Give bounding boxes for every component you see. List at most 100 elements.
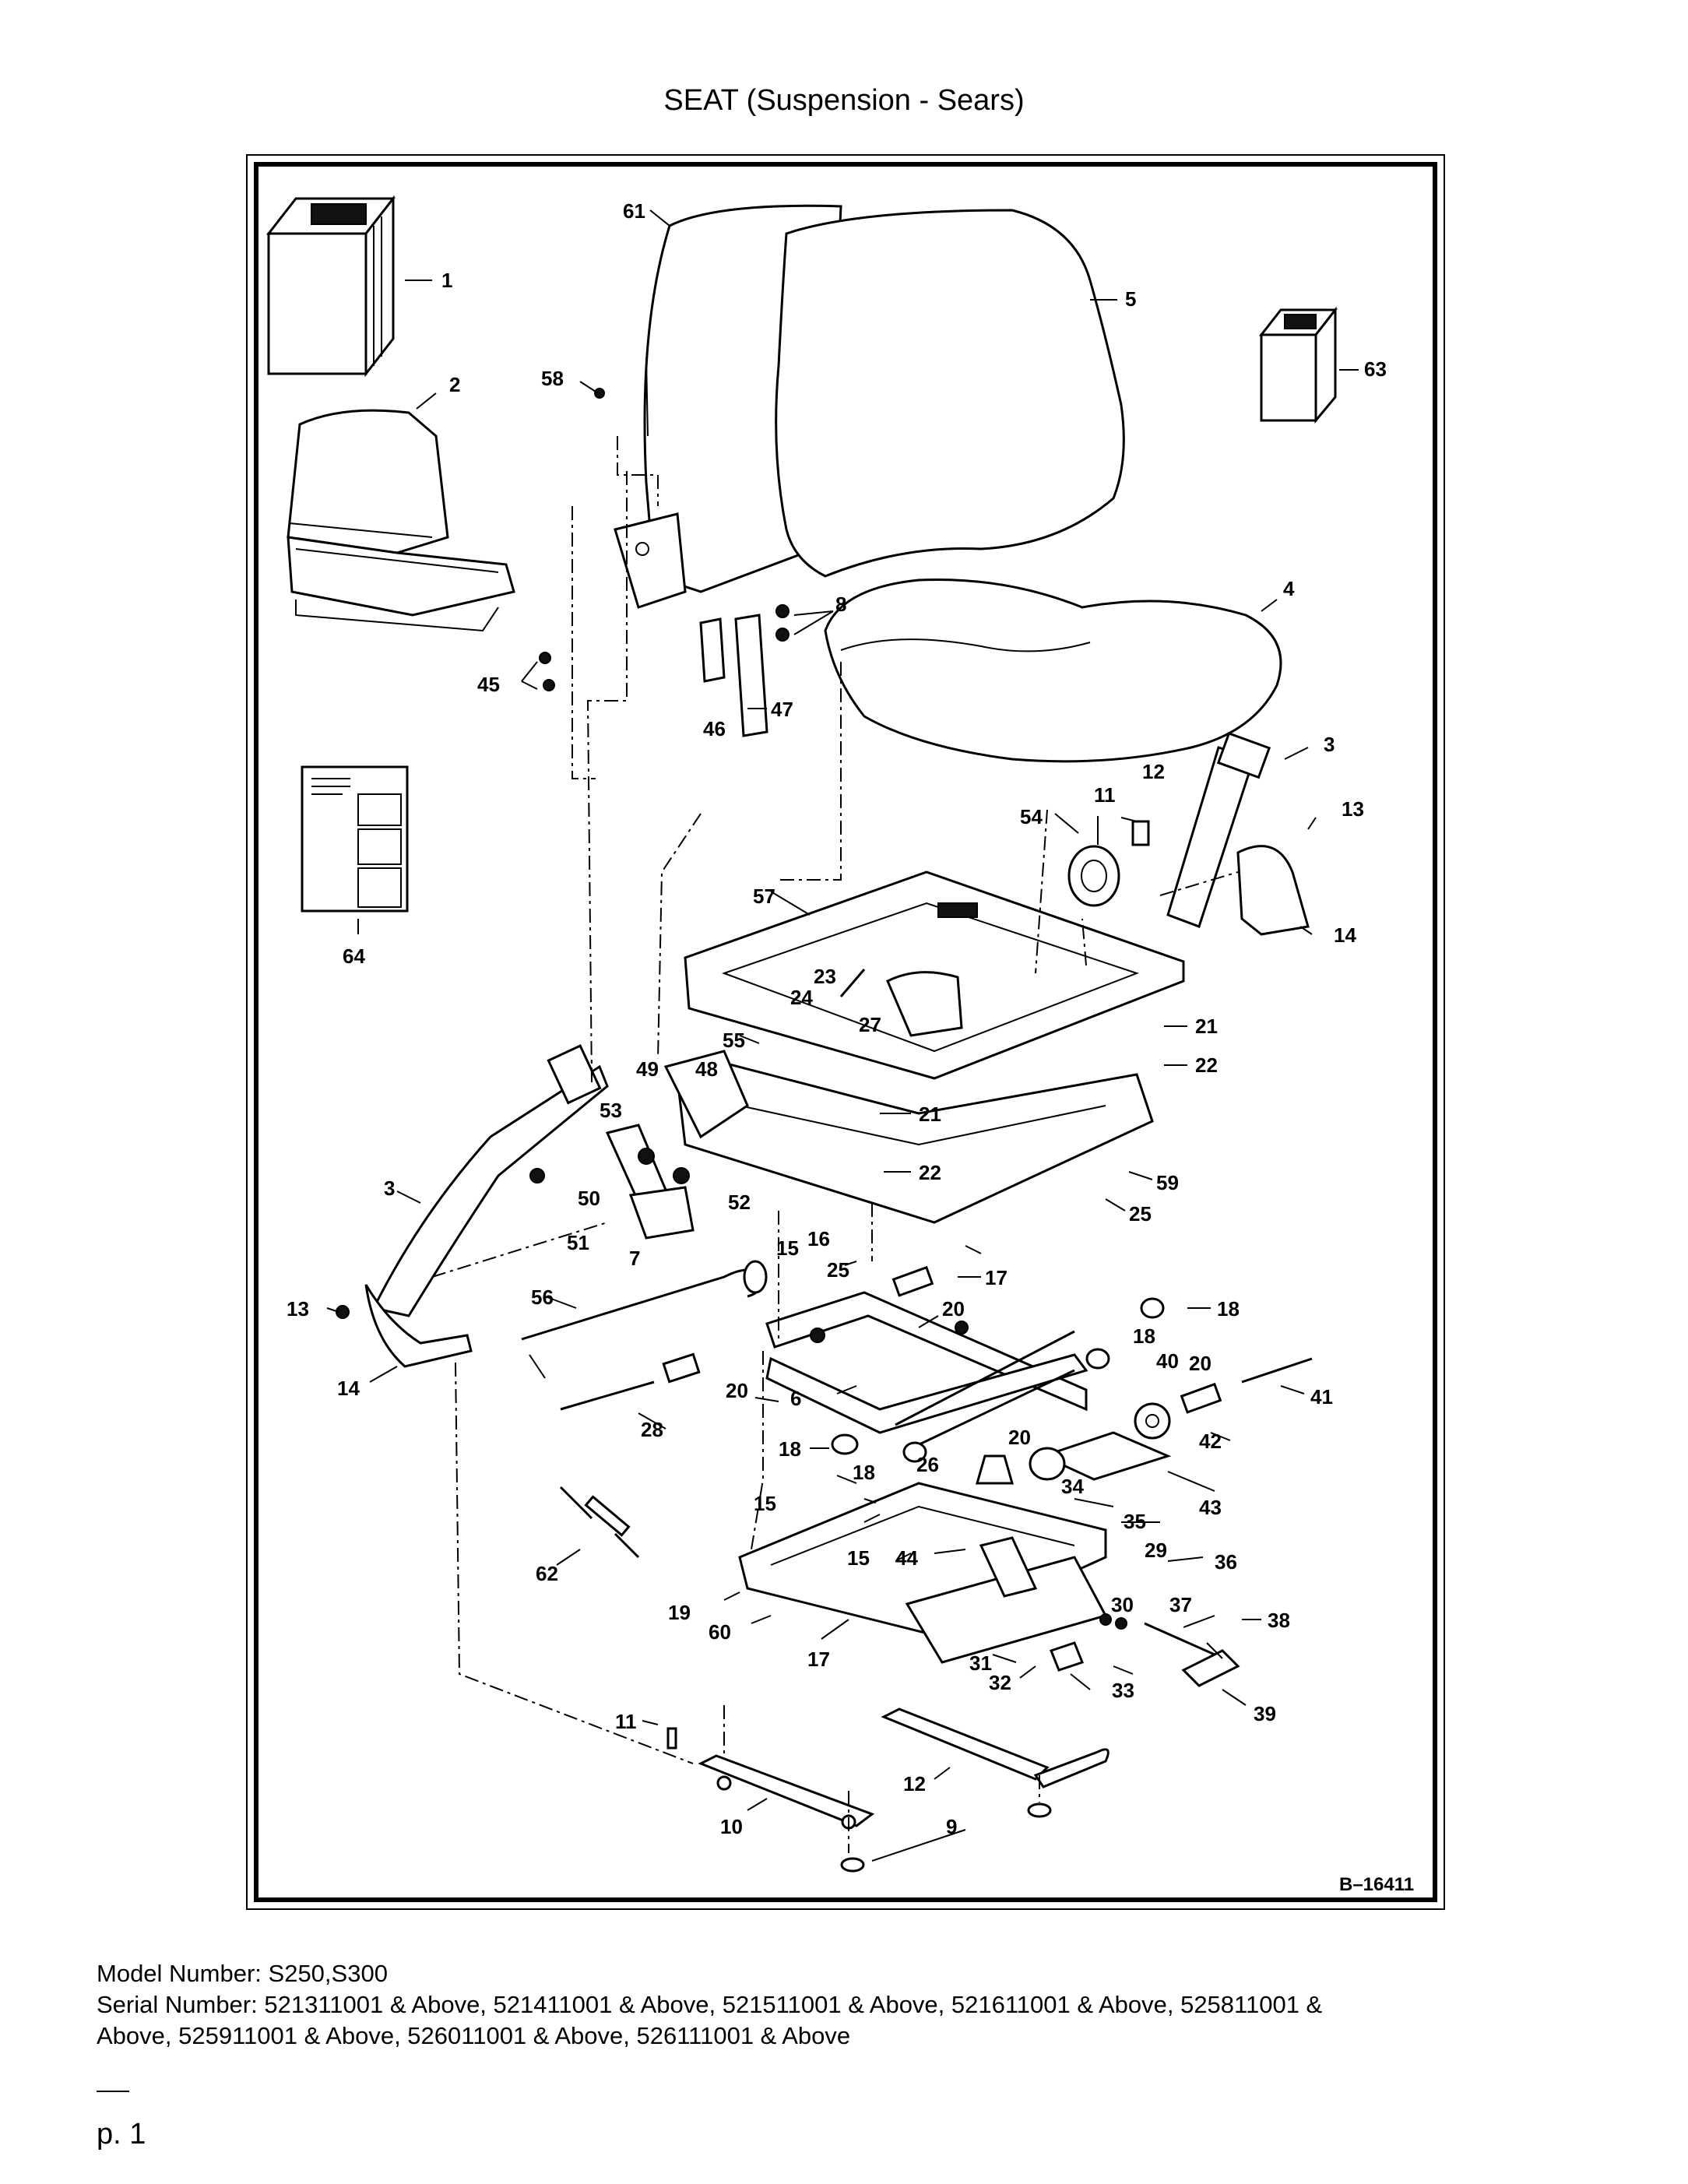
callout-6: 6 <box>790 1387 801 1410</box>
callout-18d: 18 <box>853 1461 875 1484</box>
callout-36: 36 <box>1215 1550 1237 1574</box>
callout-14b: 14 <box>337 1377 360 1400</box>
callout-48: 48 <box>695 1057 718 1081</box>
callout-22b: 22 <box>919 1161 941 1184</box>
callout-32: 32 <box>989 1671 1011 1694</box>
part-decal-sheet <box>301 765 409 913</box>
callout-5: 5 <box>1125 287 1136 311</box>
callout-50: 50 <box>578 1187 600 1210</box>
callout-18a: 18 <box>1217 1297 1240 1321</box>
callout-10: 10 <box>720 1815 743 1838</box>
callout-59: 59 <box>1156 1171 1179 1194</box>
part-shaft <box>560 1352 701 1411</box>
callout-15a: 15 <box>776 1236 799 1260</box>
callout-49: 49 <box>636 1057 659 1081</box>
callout-45: 45 <box>477 673 500 696</box>
callout-35: 35 <box>1124 1510 1146 1533</box>
model-number: Model Number: S250,S300 <box>97 1960 388 1987</box>
leader-lines <box>326 209 1359 1862</box>
callout-62: 62 <box>536 1562 558 1585</box>
callout-7: 7 <box>629 1247 640 1270</box>
diagram-border <box>254 162 1437 1902</box>
part-shock-absorber <box>559 1486 640 1559</box>
callout-29: 29 <box>1145 1539 1167 1562</box>
page-number: p. 1 <box>97 2118 146 2151</box>
callout-3a: 3 <box>1324 733 1335 756</box>
callout-3b: 3 <box>384 1176 395 1200</box>
part-height-adjuster <box>976 1402 1172 1485</box>
callout-1: 1 <box>441 269 452 292</box>
callout-17b: 17 <box>807 1648 830 1671</box>
callout-18c: 18 <box>779 1437 801 1461</box>
callout-14a: 14 <box>1334 923 1356 947</box>
callout-28: 28 <box>641 1418 663 1441</box>
part-seat-belt-right <box>1166 732 1310 936</box>
serial-number-line-2: Above, 525911001 & Above, 526011001 & Ab… <box>97 2022 851 2049</box>
callout-38: 38 <box>1268 1609 1290 1632</box>
figure-id: B–16411 <box>1339 1874 1414 1895</box>
callout-51: 51 <box>567 1231 589 1254</box>
callout-52: 52 <box>728 1190 751 1214</box>
callout-53: 53 <box>600 1099 622 1122</box>
callout-61: 61 <box>623 199 645 223</box>
part-slide-rails <box>666 1707 1110 1873</box>
callout-55: 55 <box>723 1029 745 1052</box>
callout-16: 16 <box>807 1227 830 1250</box>
callout-46: 46 <box>703 717 726 740</box>
callout-19: 19 <box>668 1601 691 1624</box>
callout-17a: 17 <box>985 1266 1008 1289</box>
callout-4: 4 <box>1283 577 1295 600</box>
callout-44: 44 <box>895 1546 918 1570</box>
page-rule <box>97 2091 129 2092</box>
callout-11b: 11 <box>615 1710 637 1733</box>
callout-47: 47 <box>771 698 793 721</box>
callout-20b: 20 <box>1189 1352 1211 1375</box>
part-seat-cushion <box>824 578 1282 763</box>
callout-12a: 12 <box>1142 760 1165 783</box>
callout-11a: 11 <box>1094 783 1116 807</box>
callout-30: 30 <box>1111 1593 1134 1616</box>
callout-27: 27 <box>859 1013 881 1036</box>
callout-60: 60 <box>709 1620 731 1644</box>
callout-63: 63 <box>1364 357 1387 381</box>
callout-43: 43 <box>1199 1496 1222 1519</box>
callout-9: 9 <box>946 1815 957 1838</box>
callout-42: 42 <box>1199 1430 1222 1453</box>
part-small-manual <box>1258 306 1338 424</box>
callout-37: 37 <box>1169 1593 1192 1616</box>
page-title: SEAT (Suspension - Sears) <box>663 84 1025 117</box>
callout-25b: 25 <box>827 1258 849 1282</box>
assembly-lines <box>431 436 1239 1853</box>
callout-40: 40 <box>1156 1349 1179 1373</box>
callout-56: 56 <box>531 1285 554 1309</box>
callout-13a: 13 <box>1342 797 1364 821</box>
callout-22a: 22 <box>1195 1053 1218 1077</box>
callout-20c: 20 <box>726 1379 748 1402</box>
callout-13b: 13 <box>287 1297 309 1321</box>
callout-15c: 15 <box>847 1546 870 1570</box>
part-hinge-brackets <box>539 388 789 737</box>
part-base-plate <box>738 1482 1108 1664</box>
callout-20a: 20 <box>942 1297 965 1321</box>
part-upper-seat-frame <box>684 870 1185 1080</box>
part-spring-rod <box>521 1260 768 1379</box>
callout-labels: 1 2 61 5 63 58 4 8 45 46 47 3 12 11 13 5… <box>287 199 1414 1895</box>
callout-8: 8 <box>835 593 846 616</box>
callout-24: 24 <box>790 986 813 1009</box>
callout-33: 33 <box>1112 1679 1134 1702</box>
part-retractor <box>1067 820 1150 907</box>
callout-54: 54 <box>1020 805 1043 828</box>
part-suspension-frame <box>663 1050 1154 1224</box>
callout-26: 26 <box>916 1453 939 1476</box>
part-manual-book <box>266 195 396 378</box>
callout-64: 64 <box>343 944 365 968</box>
callout-21b: 21 <box>919 1103 941 1126</box>
part-backrest <box>643 204 1125 593</box>
serial-number-line-1: Serial Number: 521311001 & Above, 521411… <box>97 1991 1323 2018</box>
model-serial-info: Model Number: S250,S300 Serial Number: 5… <box>97 1958 1607 2052</box>
callout-31: 31 <box>969 1651 992 1675</box>
part-latch-assembly <box>529 1124 695 1240</box>
callout-12b: 12 <box>903 1772 926 1795</box>
callout-57: 57 <box>753 885 775 908</box>
